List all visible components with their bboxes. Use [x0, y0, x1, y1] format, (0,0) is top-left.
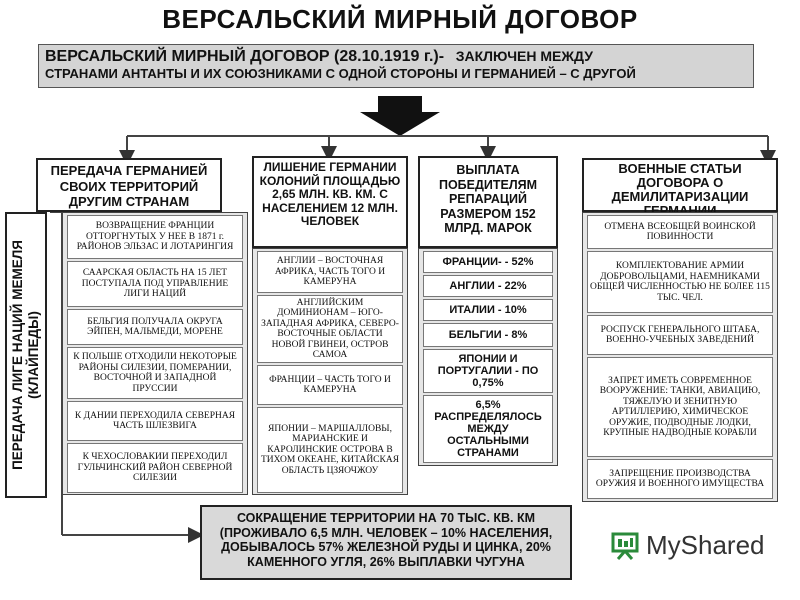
col2-item: ФРАНЦИИ – ЧАСТЬ ТОГО И КАМЕРУНА — [257, 365, 403, 405]
page-title: ВЕРСАЛЬСКИЙ МИРНЫЙ ДОГОВОР — [162, 4, 638, 34]
col1-item: К ПОЛЬШЕ ОТХОДИЛИ НЕКОТОРЫЕ РАЙОНЫ СИЛЕЗ… — [67, 347, 243, 399]
col3-item: БЕЛЬГИИ - 8% — [423, 323, 553, 347]
col2-item: АНГЛИИ – ВОСТОЧНАЯ АФРИКА, ЧАСТЬ ТОГО И … — [257, 251, 403, 293]
col1-list: ВОЗВРАЩЕНИЕ ФРАНЦИИ ОТТОРГНУТЫХ У НЕЕ В … — [62, 212, 248, 495]
col4-item: КОМПЛЕКТОВАНИЕ АРМИИ ДОБРОВОЛЬЦАМИ, НАЕМ… — [587, 251, 773, 313]
col4-item: РОСПУСК ГЕНЕРАЛЬНОГО ШТАБА, ВОЕННО-УЧЕБН… — [587, 315, 773, 355]
col3-list: ФРАНЦИИ- - 52% АНГЛИИ - 22% ИТАЛИИ - 10%… — [418, 248, 558, 466]
col3-item: ЯПОНИИ И ПОРТУГАЛИИ - ПО 0,75% — [423, 349, 553, 393]
logo-text: MyShared — [646, 530, 765, 560]
side-box-text: ПЕРЕДАЧА ЛИГЕ НАЦИЙ МЕМЕЛЯ (КЛАЙПЕДЫ) — [10, 240, 41, 470]
territory-reduction-box: СОКРАЩЕНИЕ ТЕРРИТОРИИ НА 70 ТЫС. КВ. КМ … — [200, 505, 572, 580]
col4-item: ЗАПРЕТ ИМЕТЬ СОВРЕМЕННОЕ ВООРУЖЕНИЕ: ТАН… — [587, 357, 773, 457]
col2-item: ЯПОНИИ – МАРШАЛЛОВЫ, МАРИАНСКИЕ И КАРОЛИ… — [257, 407, 403, 493]
main-down-arrow — [360, 96, 440, 136]
col2-list: АНГЛИИ – ВОСТОЧНАЯ АФРИКА, ЧАСТЬ ТОГО И … — [252, 248, 408, 495]
col2-item: АНГЛИЙСКИМ ДОМИНИОНАМ – ЮГО-ЗАПАДНАЯ АФР… — [257, 295, 403, 363]
col3-item: ФРАНЦИИ- - 52% — [423, 251, 553, 273]
col3-heading: ВЫПЛАТА ПОБЕДИТЕЛЯМ РЕПАРАЦИЙ РАЗМЕРОМ 1… — [418, 156, 558, 248]
col4-list: ОТМЕНА ВСЕОБЩЕЙ ВОИНСКОЙ ПОВИННОСТИ КОМП… — [582, 212, 778, 502]
col4-item: ЗАПРЕЩЕНИЕ ПРОИЗВОДСТВА ОРУЖИЯ И ВОЕННОГ… — [587, 459, 773, 499]
banner-tail: ЗАКЛЮЧЕН МЕЖДУ — [455, 48, 593, 64]
col1-item: ВОЗВРАЩЕНИЕ ФРАНЦИИ ОТТОРГНУТЫХ У НЕЕ В … — [67, 215, 243, 259]
col1-item: СААРСКАЯ ОБЛАСТЬ НА 15 ЛЕТ ПОСТУПАЛА ПОД… — [67, 261, 243, 307]
side-box-memel: ПЕРЕДАЧА ЛИГЕ НАЦИЙ МЕМЕЛЯ (КЛАЙПЕДЫ) — [5, 212, 47, 498]
col4-item: ОТМЕНА ВСЕОБЩЕЙ ВОИНСКОЙ ПОВИННОСТИ — [587, 215, 773, 249]
col1-item: БЕЛЬГИЯ ПОЛУЧАЛА ОКРУГА ЭЙПЕН, МАЛЬМЕДИ,… — [67, 309, 243, 345]
col3-item: ИТАЛИИ - 10% — [423, 299, 553, 321]
myshared-logo: MyShared — [610, 530, 765, 561]
presentation-board-icon — [611, 532, 639, 560]
col1-item: К ДАНИИ ПЕРЕХОДИЛА СЕВЕРНАЯ ЧАСТЬ ШЛЕЗВИ… — [67, 401, 243, 441]
banner-line2: СТРАНАМИ АНТАНТЫ И ИХ СОЮЗНИКАМИ С ОДНОЙ… — [45, 66, 636, 81]
col1-item: К ЧЕХОСЛОВАКИИ ПЕРЕХОДИЛ ГУЛЬЧИНСКИЙ РАЙ… — [67, 443, 243, 493]
banner-main: ВЕРСАЛЬСКИЙ МИРНЫЙ ДОГОВОР (28.10.1919 г… — [45, 48, 445, 65]
col3-item: АНГЛИИ - 22% — [423, 275, 553, 297]
col3-item: 6,5% РАСПРЕДЕЛЯЛОСЬ МЕЖДУ ОСТАЛЬНЫМИ СТР… — [423, 395, 553, 463]
col1-heading: ПЕРЕДАЧА ГЕРМАНИЕЙ СВОИХ ТЕРРИТОРИЙ ДРУГ… — [36, 158, 222, 212]
col2-heading: ЛИШЕНИЕ ГЕРМАНИИ КОЛОНИЙ ПЛОЩАДЬЮ 2,65 М… — [252, 156, 408, 248]
col4-heading: ВОЕННЫЕ СТАТЬИ ДОГОВОРА О ДЕМИЛИТАРИЗАЦИ… — [582, 158, 778, 218]
treaty-banner: ВЕРСАЛЬСКИЙ МИРНЫЙ ДОГОВОР (28.10.1919 г… — [38, 44, 754, 88]
